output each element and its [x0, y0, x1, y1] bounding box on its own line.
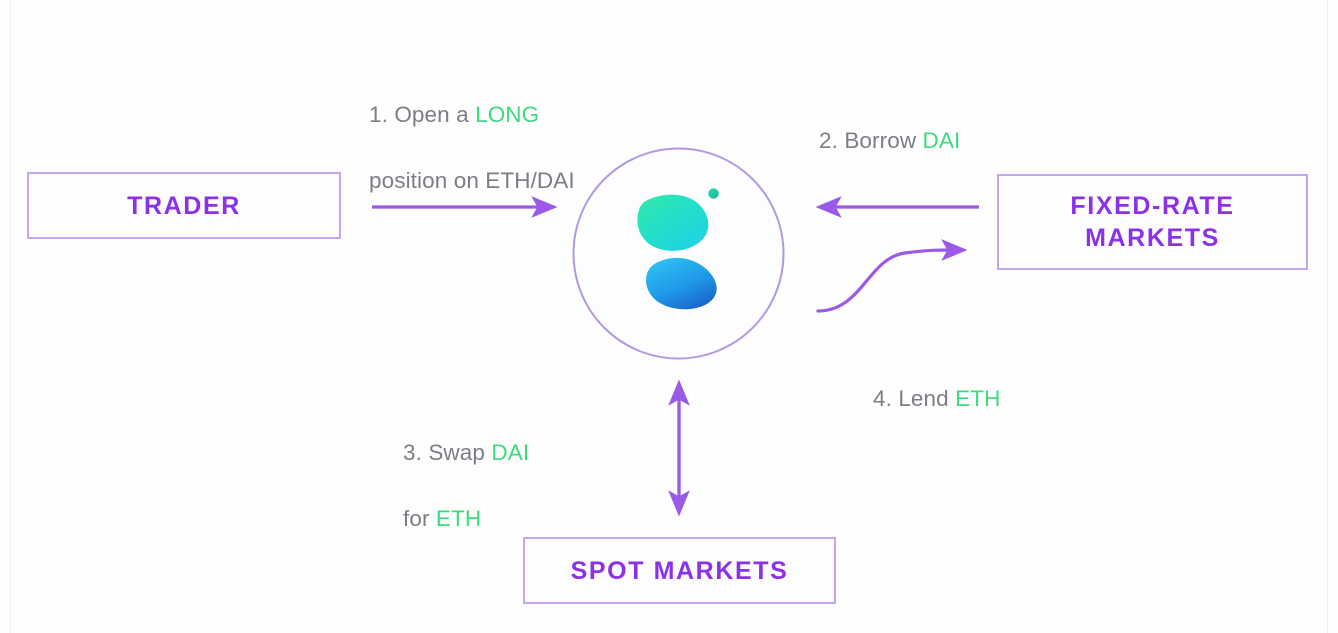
logo-blob-bottom [646, 257, 717, 310]
step-3-highlight-2: ETH [435, 505, 482, 531]
step-3-line1-prefix: 3. Swap [403, 439, 492, 465]
step-3-line2-prefix: for [403, 505, 436, 531]
page-edge-left [10, 0, 11, 633]
center-logo-group [572, 147, 785, 360]
step-caption-3: 3. Swap DAI for ETH [403, 404, 663, 535]
step-4-highlight: ETH [955, 385, 1001, 411]
curved-arrow-center-to-fixed-rate [816, 239, 968, 313]
step-2-highlight: DAI [922, 127, 961, 153]
step-1-highlight: LONG [475, 101, 540, 127]
logo-blob-top [637, 194, 709, 251]
step-caption-4: 4. Lend ETH [873, 350, 1153, 416]
step-1-line1-prefix: 1. Open a [369, 101, 476, 127]
step-2-line1-prefix: 2. Borrow [819, 127, 923, 153]
logo-accent-dot [708, 188, 719, 199]
step-caption-2: 2. Borrow DAI [819, 92, 1119, 158]
entity-label-trader: TRADER [127, 191, 241, 220]
entity-box-spot-markets[interactable]: SPOT MARKETS [523, 537, 836, 604]
step-4-line1-prefix: 4. Lend [873, 385, 956, 411]
step-3-highlight: DAI [491, 439, 530, 465]
step-1-line2: position on ETH/DAI [369, 167, 575, 193]
entity-label-spot-markets: SPOT MARKETS [570, 556, 789, 585]
page-edge-right [1327, 0, 1328, 633]
logo-circle-outline [572, 147, 785, 360]
step-caption-1: 1. Open a LONG position on ETH/DAI [369, 66, 699, 197]
entity-box-trader[interactable]: TRADER [27, 172, 341, 239]
